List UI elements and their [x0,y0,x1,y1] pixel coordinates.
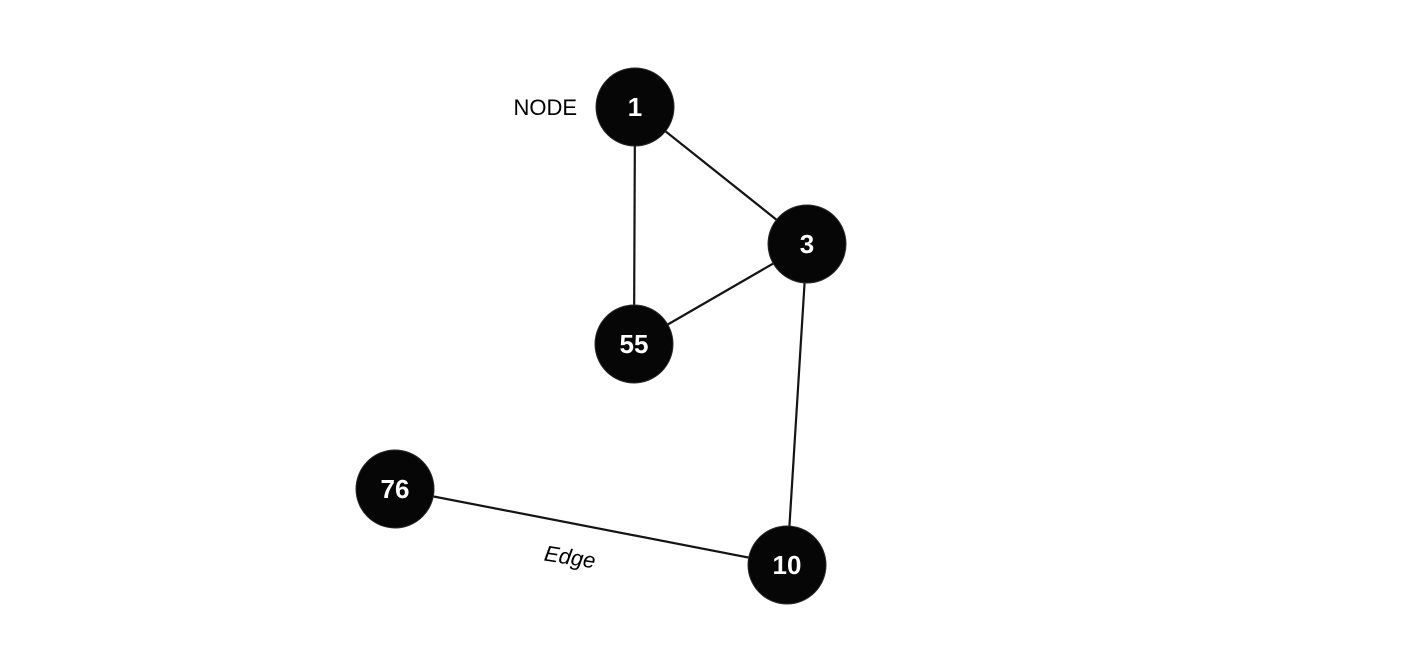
node-3-label: 3 [800,229,814,259]
edge-1-55 [632,106,637,345]
node-55-label: 55 [620,329,649,359]
node-76-circle [355,449,435,529]
node-10-circle [747,525,827,605]
node-3-circle [767,204,847,284]
nodes-layer: 1 3 55 76 10 [355,67,847,605]
node-55-circle [594,304,674,384]
node-10: 10 [747,525,827,605]
node-3: 3 [767,204,847,284]
annotation-node-caption: NODE [513,95,577,120]
node-1-circle [595,67,675,147]
node-1-label: 1 [628,92,642,122]
annotation-edge-caption: Edge [543,541,598,574]
node-1: 1 [595,67,675,147]
annotations-layer: NODE Edge [513,95,597,574]
node-76-label: 76 [381,474,410,504]
node-55: 55 [594,304,674,384]
edge-3-10 [785,243,809,566]
node-76: 76 [355,449,435,529]
edge-76-10 [394,487,788,567]
node-10-label: 10 [773,550,802,580]
